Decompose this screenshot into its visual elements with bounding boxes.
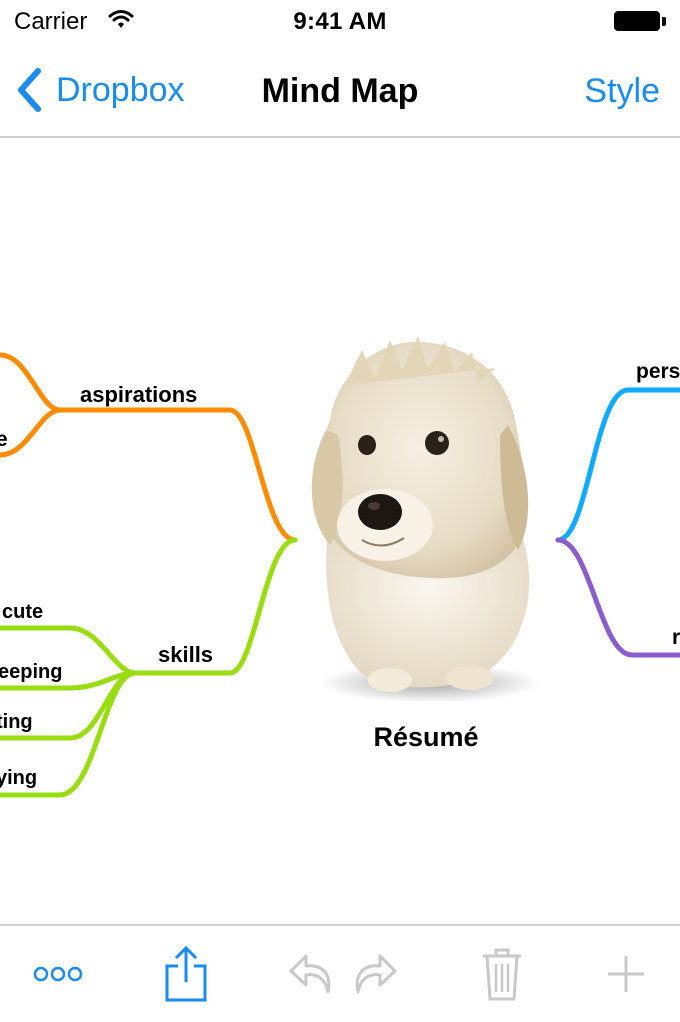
navigation-bar: Dropbox Mind Map Style (0, 44, 680, 138)
share-icon (165, 946, 207, 1002)
back-button[interactable]: Dropbox (14, 64, 185, 116)
chevron-left-icon (18, 68, 41, 112)
node-skills-child-1[interactable]: cute (2, 601, 43, 623)
status-time: 9:41 AM (293, 8, 387, 35)
node-skills-child-3[interactable]: ting (0, 711, 33, 733)
share-button[interactable] (152, 926, 220, 1022)
branch-skills[interactable]: skills cute eeping ting ying (0, 537, 298, 798)
node-right-bottom[interactable]: r (672, 626, 680, 649)
wifi-icon (108, 10, 134, 28)
add-icon (608, 956, 644, 992)
mind-map-canvas[interactable]: aspirations e skills cute eeping ting yi… (0, 138, 680, 924)
battery-icon (614, 11, 666, 33)
node-aspirations-child-2[interactable]: e (0, 428, 8, 451)
node-aspirations[interactable]: aspirations (80, 382, 197, 407)
node-skills-child-4[interactable]: ying (0, 767, 37, 789)
add-button[interactable] (598, 926, 654, 1022)
branch-right-bottom[interactable]: r (555, 537, 680, 658)
redo-icon (355, 954, 397, 994)
back-label: Dropbox (56, 70, 185, 109)
dog-photo (311, 336, 540, 703)
mind-map[interactable]: aspirations e skills cute eeping ting yi… (0, 138, 680, 924)
redo-button[interactable] (346, 926, 402, 1022)
undo-button[interactable] (284, 926, 340, 1022)
bottom-toolbar (0, 924, 680, 1022)
node-skills-child-2[interactable]: eeping (0, 661, 62, 683)
node-right-top[interactable]: pers (636, 360, 680, 383)
more-icon (33, 966, 83, 982)
status-bar: Carrier 9:41 AM (0, 0, 680, 44)
style-button[interactable]: Style (584, 72, 660, 110)
trash-icon (483, 948, 521, 1001)
delete-button[interactable] (472, 926, 532, 1022)
carrier-label: Carrier (14, 8, 88, 35)
central-topic[interactable]: Résumé (311, 336, 540, 752)
central-topic-label[interactable]: Résumé (373, 722, 478, 752)
node-skills[interactable]: skills (158, 642, 213, 667)
page-title: Mind Map (261, 72, 419, 110)
branch-right-top[interactable]: pers (555, 360, 680, 543)
branch-aspirations[interactable]: aspirations e (0, 352, 298, 543)
more-button[interactable] (22, 926, 94, 1022)
undo-icon (289, 954, 331, 994)
